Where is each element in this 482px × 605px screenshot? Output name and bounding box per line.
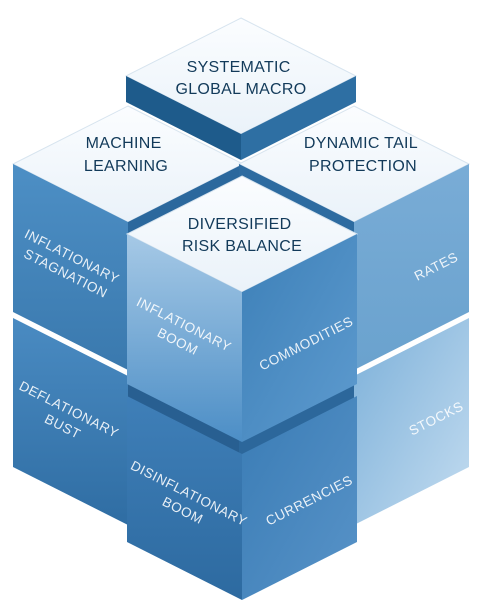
cube-systematic-global-macro [124, 17, 358, 160]
label-systematic-line1: SYSTEMATIC [187, 59, 291, 76]
label-systematic-global-macro: SYSTEMATIC GLOBAL MACRO [175, 59, 306, 98]
label-dynamic-line2: PROTECTION [309, 158, 417, 175]
label-machine-learning: MACHINE LEARNING [84, 135, 168, 175]
face-right-currencies [242, 396, 357, 600]
label-dynamic-line1: DYNAMIC TAIL [304, 135, 418, 152]
label-machine-line1: MACHINE [86, 135, 162, 152]
face-right-systematic-global-macro [241, 76, 356, 160]
face-right-dynamic-tail-protection [354, 164, 469, 370]
label-diversified-risk-balance: DIVERSIFIED RISK BALANCE [182, 216, 302, 255]
cube-front-lower [127, 396, 357, 600]
cube-diversified-risk-balance [125, 175, 359, 442]
face-left-deflationary-bust [13, 318, 128, 525]
face-left-inflationary-boom [127, 234, 242, 442]
face-right-commodities [242, 234, 357, 442]
face-right-stocks [354, 318, 469, 525]
label-machine-line2: LEARNING [84, 158, 168, 175]
label-systematic-line2: GLOBAL MACRO [175, 81, 306, 98]
label-diversified-line2: RISK BALANCE [182, 238, 302, 255]
face-left-disinflationary-boom [127, 396, 242, 600]
face-left-machine-learning [13, 164, 128, 370]
label-diversified-line1: DIVERSIFIED [188, 216, 292, 233]
face-left-systematic-global-macro [126, 76, 241, 160]
label-dynamic-tail-protection: DYNAMIC TAIL PROTECTION [304, 135, 422, 175]
